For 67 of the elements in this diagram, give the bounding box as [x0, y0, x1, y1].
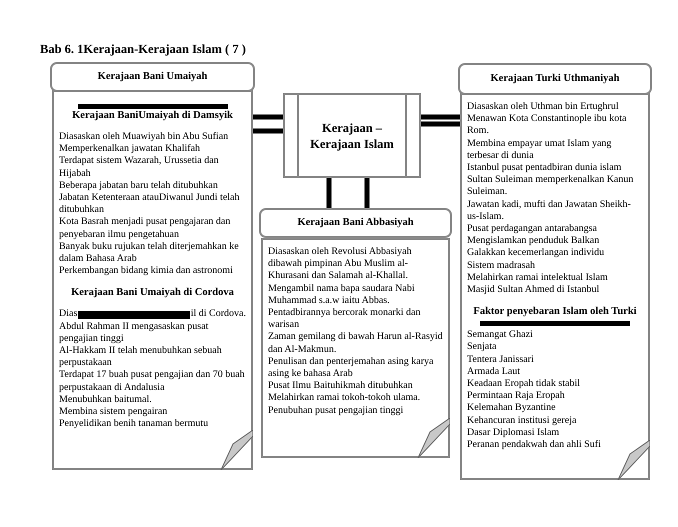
scroll-box	[283, 93, 421, 178]
scroll-page	[460, 93, 650, 480]
list-item: Melahirkan ramai intelektual Islam	[467, 272, 609, 284]
section-heading: Kerajaan BaniUmaiyah di Damsyik	[71, 109, 234, 122]
list-item: Dasar Diplomasi Islam	[467, 426, 560, 440]
list-item: Pentadbirannya bercorak monarki dan warisan	[268, 307, 422, 332]
list-item: Diasaskan oleh Muawiyah bin Abu Sufian	[59, 131, 230, 144]
list-item: Dias	[59, 308, 78, 321]
list-item: Terdapat 17 buah pusat pengajian dan 70 buah perpustakaan di Andalusia	[59, 369, 246, 394]
list-item: Perkembangan bidang kimia dan astronomi	[59, 265, 234, 278]
connector-line	[421, 122, 460, 126]
list-item: Menawan Kota Constantinople ibu kota Rom.	[467, 113, 628, 138]
list-item: Senjata	[467, 341, 498, 354]
list-item: Abdul Rahman II mengasaskan pusat pengajian tinggi	[59, 320, 210, 346]
list-item: Memperkenalkan jawatan Khalifah	[59, 143, 202, 156]
list-item: Zaman gemilang di bawah Harun al-Rasyid dan Al-Makmun.	[268, 331, 443, 356]
list-item: Menubuhkan baitumal.	[59, 394, 153, 406]
node-title: Kerajaan Bani Umaiyah	[98, 70, 208, 84]
node-title: Kerajaan Turki Uthmaniyah	[490, 72, 620, 86]
list-item: Sultan Suleiman memperkenalkan Kanun Suleiman.	[467, 174, 634, 199]
list-item: Semangat Ghazi	[467, 329, 534, 342]
list-item: Diasaskan oleh Revolusi Abbasiyah dibawah pimpinan Abu Muslim al-Khurasani dan Salamah al-Khallal.	[268, 246, 413, 283]
list-item: Jabatan Ketenteraan atauDiwanul Jundi telah ditubuhkan	[59, 192, 240, 216]
scroll-page	[52, 90, 253, 470]
list-item: Mengislamkan penduduk Balkan	[467, 235, 600, 248]
list-item: Armada Laut	[467, 366, 522, 378]
list-item: Banyak buku rujukan telah diterjemahkan ke dalam Bahasa Arab	[59, 240, 240, 266]
list-item: Diasaskan oleh Uthman bin Ertughrul	[467, 101, 620, 114]
list-item: Jawatan kadi, mufti dan Jawatan Sheikh-us-Islam.	[467, 198, 632, 224]
list-item: Peranan pendakwah dan ahli Sufi	[467, 439, 602, 452]
list-item: Pusat Ilmu Baituhikmah ditubuhkan	[268, 380, 414, 392]
connector-line	[326, 178, 332, 208]
connector-line	[253, 128, 283, 134]
scroll-header	[458, 63, 652, 95]
section-heading: Faktor penyebaran Islam oleh Turki	[472, 305, 638, 318]
list-item: Kota Basrah menjadi pusat pengajaran dan penyebaran ilmu pengetahuan	[59, 216, 232, 241]
list-item: Kelemahan Byzantine	[467, 402, 557, 415]
list-item: Pusat perdagangan antarabangsa	[467, 223, 598, 236]
list-item: Terdapat sistem Wazarah, Urussetia dan Hijabah	[59, 155, 220, 180]
list-item: il di Cordova.	[190, 308, 246, 321]
scroll-page	[261, 238, 450, 458]
list-item: Kehancuran institusi gereja	[467, 414, 578, 427]
list-item: Membina empayar umat Islam yang terbesar di dunia	[467, 138, 612, 162]
list-item: Sistem madrasah	[467, 260, 536, 272]
connector-line	[253, 114, 283, 120]
list-item: Keadaan Eropah tidak stabil	[467, 378, 582, 390]
list-item: Mengambil nama bapa saudara Nabi Muhammad s.a.w iaitu Abbas.	[268, 282, 416, 308]
list-item: Penyelidikan benih tanaman bermutu	[59, 418, 210, 430]
scroll-header	[259, 208, 452, 238]
connector-line	[421, 114, 460, 120]
list-item: Permintaan Raja Eropah	[467, 390, 566, 402]
connector-line	[364, 178, 370, 208]
page-title: Bab 6. 1Kerajaan-Kerajaan Islam ( 7 )	[40, 41, 246, 58]
list-item: Membina sistem pengairan	[59, 406, 168, 418]
list-item: Penulisan dan penterjemahan asing karya asing ke bahasa Arab	[268, 356, 434, 380]
list-item: Beberapa jabatan baru telah ditubuhkan	[59, 180, 219, 192]
list-item: Masjid Sultan Ahmed di Istanbul	[467, 284, 600, 296]
scroll-header	[50, 62, 255, 92]
list-item: Galakkan kecemerlangan individu	[467, 247, 606, 260]
section-heading: Kerajaan Bani Umaiyah di Cordova	[70, 286, 235, 300]
node-title: Kerajaan – Kerajaan Islam	[309, 120, 395, 152]
list-item: Al-Hakkam II telah menubuhkan sebuah perpustakaan	[59, 345, 223, 370]
list-item: Istanbul pusat pentadbiran dunia islam	[467, 162, 622, 174]
node-title: Kerajaan Bani Abbasiyah	[297, 216, 414, 230]
list-item: Tentera Janissari	[467, 354, 535, 366]
list-item: Melahirkan ramai tokoh-tokoh ulama.	[268, 392, 422, 405]
list-item: Penubuhan pusat pengajian tinggi	[268, 404, 404, 417]
